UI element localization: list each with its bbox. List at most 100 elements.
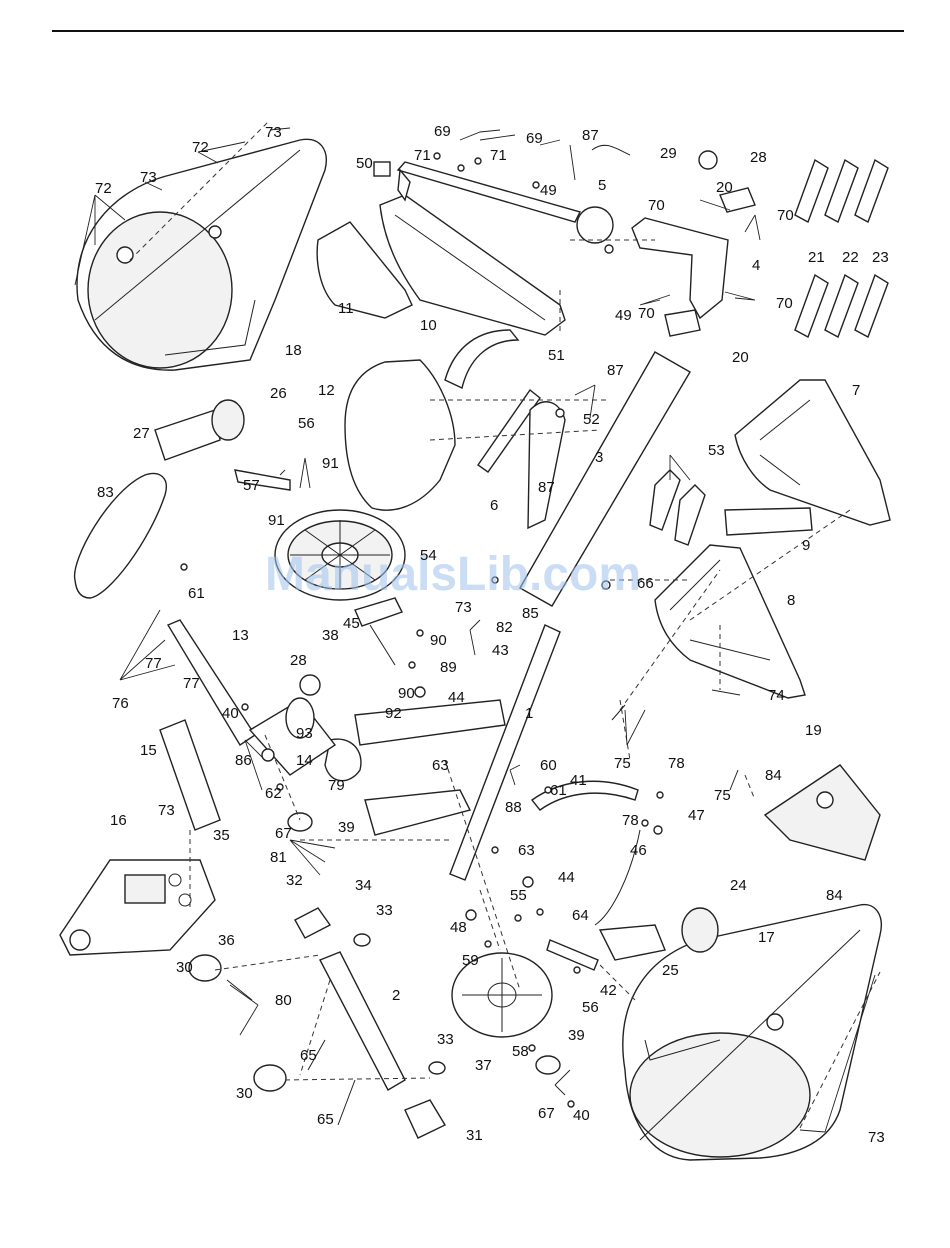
- callout-23: 23: [872, 249, 889, 266]
- callout-16: 16: [110, 812, 127, 829]
- callout-91-top: 91: [322, 455, 339, 472]
- callout-40-top: 40: [222, 705, 239, 722]
- callout-labels: 1 2 3 4 5 6 7 8 9 10 11 12 13 14 15 16 1…: [95, 123, 889, 1146]
- part-31-32-end-caps: [294, 907, 446, 1139]
- header-rule: [52, 30, 904, 32]
- part-46-cable: [594, 829, 641, 926]
- callout-91-left: 91: [268, 512, 285, 529]
- callout-20-bottom: 20: [732, 349, 749, 366]
- callout-38: 38: [322, 627, 339, 644]
- part-1-main-frame: [324, 624, 561, 881]
- part-16-console: [59, 859, 216, 956]
- callout-67-bottom: 67: [538, 1105, 555, 1122]
- callout-80: 80: [275, 992, 292, 1009]
- callout-45: 45: [343, 615, 360, 632]
- callout-15: 15: [140, 742, 157, 759]
- callout-49-bottom: 49: [615, 307, 632, 324]
- part-45-axle: [354, 597, 403, 666]
- callout-67-top: 67: [275, 825, 292, 842]
- callout-52: 52: [583, 411, 600, 428]
- part-20-bushings: [664, 187, 756, 337]
- callout-39-top: 39: [338, 819, 355, 836]
- callout-29: 29: [660, 145, 677, 162]
- callout-41: 41: [570, 772, 587, 789]
- part-8-front-stabilizer: [654, 544, 806, 699]
- callout-33-bottom: 33: [437, 1031, 454, 1048]
- callout-46: 46: [630, 842, 647, 859]
- callout-18: 18: [285, 342, 302, 359]
- callout-70-right: 70: [777, 207, 794, 224]
- part-4-seat-bracket: [631, 217, 729, 320]
- callout-4: 4: [752, 257, 760, 274]
- part-53-grips: [649, 469, 706, 546]
- part-11-cushion: [316, 221, 413, 319]
- part-33-caps: [353, 933, 446, 1075]
- part-3-seat-tube: [519, 351, 691, 607]
- callout-30-bottom: 30: [236, 1085, 253, 1102]
- part-24-25-pedal-right: [598, 907, 719, 961]
- callout-48: 48: [450, 919, 467, 936]
- part-19-grill: [763, 764, 881, 861]
- callout-3: 3: [595, 449, 603, 466]
- part-10-backrest: [379, 194, 566, 336]
- callout-86: 86: [235, 752, 252, 769]
- callout-72-top: 72: [192, 139, 209, 156]
- part-6-seat-rail: [444, 329, 541, 473]
- callout-73-shroud-left: 73: [140, 169, 157, 186]
- callout-55: 55: [510, 887, 527, 904]
- callout-63-bottom: 63: [518, 842, 535, 859]
- callout-56-top: 56: [298, 415, 315, 432]
- callout-40-bottom: 40: [573, 1107, 590, 1124]
- callout-93: 93: [296, 725, 313, 742]
- part-28-knob: [299, 150, 718, 696]
- callout-69-right: 69: [526, 130, 543, 147]
- part-15-console-mast: [159, 719, 221, 831]
- callout-17: 17: [758, 929, 775, 946]
- callout-27: 27: [133, 425, 150, 442]
- callout-65-bottom: 65: [317, 1111, 334, 1128]
- callout-57: 57: [243, 477, 260, 494]
- callout-59: 59: [462, 952, 479, 969]
- part-17-right-shroud: [622, 903, 882, 1161]
- part-30-wheels: [188, 954, 287, 1092]
- callout-61-top: 61: [188, 585, 205, 602]
- callout-9: 9: [802, 537, 810, 554]
- callout-30-top: 30: [176, 959, 193, 976]
- callout-22: 22: [842, 249, 859, 266]
- callout-32: 32: [286, 872, 303, 889]
- callout-64: 64: [572, 907, 589, 924]
- callout-31: 31: [466, 1127, 483, 1144]
- part-2-front-post: [319, 951, 406, 1091]
- callout-73-console: 73: [158, 802, 175, 819]
- callout-63-top: 63: [432, 757, 449, 774]
- callout-56-bottom: 56: [582, 999, 599, 1016]
- part-41-guard: [530, 780, 639, 811]
- callout-51: 51: [548, 347, 565, 364]
- callout-44-top: 44: [448, 689, 465, 706]
- part-18-left-shroud: [76, 138, 327, 371]
- part-37-pulley: [451, 952, 553, 1038]
- callout-72-left: 72: [95, 180, 112, 197]
- callout-77-left: 77: [145, 655, 162, 672]
- callout-73-shroud-right: 73: [868, 1129, 885, 1146]
- callout-37: 37: [475, 1057, 492, 1074]
- callout-6: 6: [490, 497, 498, 514]
- leader-lines: [74, 127, 876, 1133]
- callout-82: 82: [496, 619, 513, 636]
- callout-53: 53: [708, 442, 725, 459]
- callout-71-left: 71: [414, 147, 431, 164]
- callout-49-top: 49: [540, 182, 557, 199]
- callout-24: 24: [730, 877, 747, 894]
- callout-70-bottom: 70: [638, 305, 655, 322]
- callout-92: 92: [385, 705, 402, 722]
- callout-73-shroud-top: 73: [265, 124, 282, 141]
- callout-5: 5: [598, 177, 606, 194]
- callout-35: 35: [213, 827, 230, 844]
- callout-58: 58: [512, 1043, 529, 1060]
- callout-79: 79: [328, 777, 345, 794]
- callout-1: 1: [525, 705, 533, 722]
- callout-87-lower: 87: [538, 479, 555, 496]
- callout-54: 54: [420, 547, 437, 564]
